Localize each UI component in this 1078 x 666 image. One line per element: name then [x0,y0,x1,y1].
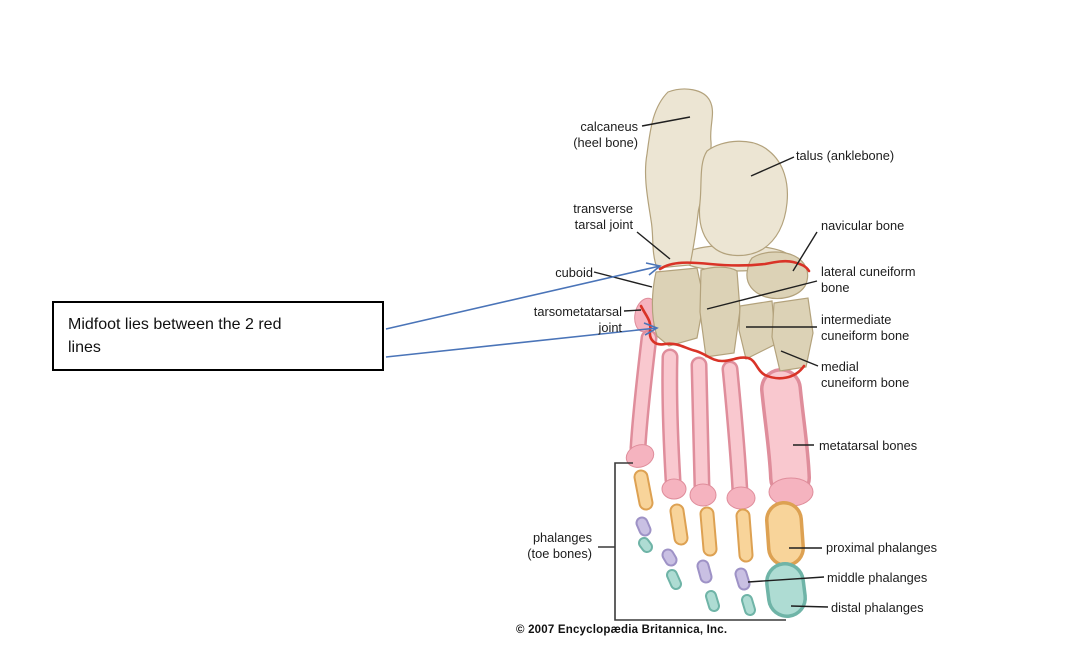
middle-phalanges-group [635,516,751,591]
lateral-cuneiform-bone [699,266,741,358]
blue-arrow-lower[interactable] [385,322,659,358]
midfoot-note-line2: lines [68,339,101,356]
label-phalanges-line2: (toe bones) [527,545,592,561]
label-calcaneus-line1: calcaneus [580,119,638,134]
label-transverse-line2: tarsal joint [574,216,633,232]
label-cuboid: cuboid [555,265,593,280]
metatarsal-bones-group [625,297,814,510]
label-phalanges-line1: phalanges [532,530,592,545]
label-middle-phalanges: middle phalanges [827,570,928,585]
tarsometatarsal-joint-line [639,304,806,380]
phalanges-bracket [598,462,786,621]
label-medial-cuneiform-line2: cuneiform bone [821,374,910,390]
label-lateral-cuneiform-line1: lateral cuneiform [821,264,916,279]
label-tarsometatarsal-joint: tarsometatarsal joint [500,304,622,335]
intermediate-cuneiform-bone [738,300,777,360]
label-intermediate-cuneiform: intermediate cuneiform bone [821,312,909,343]
label-medial-cuneiform: medial cuneiform bone [821,359,909,390]
label-calcaneus-line2: (heel bone) [573,134,638,150]
midfoot-note-box[interactable]: Midfoot lies between the 2 red lines [52,301,384,371]
label-tarsometatarsal-line1: tarsometatarsal [533,304,622,319]
talus-bone [698,140,789,257]
label-medial-cuneiform-line1: medial [821,359,859,374]
blue-arrow-upper[interactable] [385,262,662,330]
label-intermediate-cuneiform-line2: cuneiform bone [821,327,910,343]
label-phalanges: phalanges (toe bones) [502,530,592,561]
leader-lines-group [593,116,829,608]
calcaneus-bone [644,88,714,269]
label-transverse-tarsal-joint: transverse tarsal joint [533,201,633,232]
copyright-credit: © 2007 Encyclopædia Britannica, Inc. [516,624,728,636]
label-talus: talus (anklebone) [796,148,895,163]
label-transverse-line1: transverse [573,201,633,216]
label-tarsometatarsal-line2: joint [598,319,622,335]
distal-phalanges-group [638,537,807,618]
midfoot-note-line1: Midfoot lies between the 2 red [68,316,282,333]
label-lateral-cuneiform: lateral cuneiform bone [821,264,916,295]
label-distal-phalanges: distal phalanges [831,600,924,615]
transverse-tarsal-joint-line [658,259,811,273]
label-navicular: navicular bone [821,218,905,233]
label-metatarsal-bones: metatarsal bones [819,438,918,453]
label-proximal-phalanges: proximal phalanges [826,540,937,555]
proximal-phalanges-group [633,469,805,567]
label-calcaneus: calcaneus (heel bone) [538,119,638,150]
cuboid-bone [651,267,705,347]
label-lateral-cuneiform-line2: bone [821,279,850,295]
label-intermediate-cuneiform-line1: intermediate [821,312,892,327]
medial-cuneiform-bone [771,297,814,372]
